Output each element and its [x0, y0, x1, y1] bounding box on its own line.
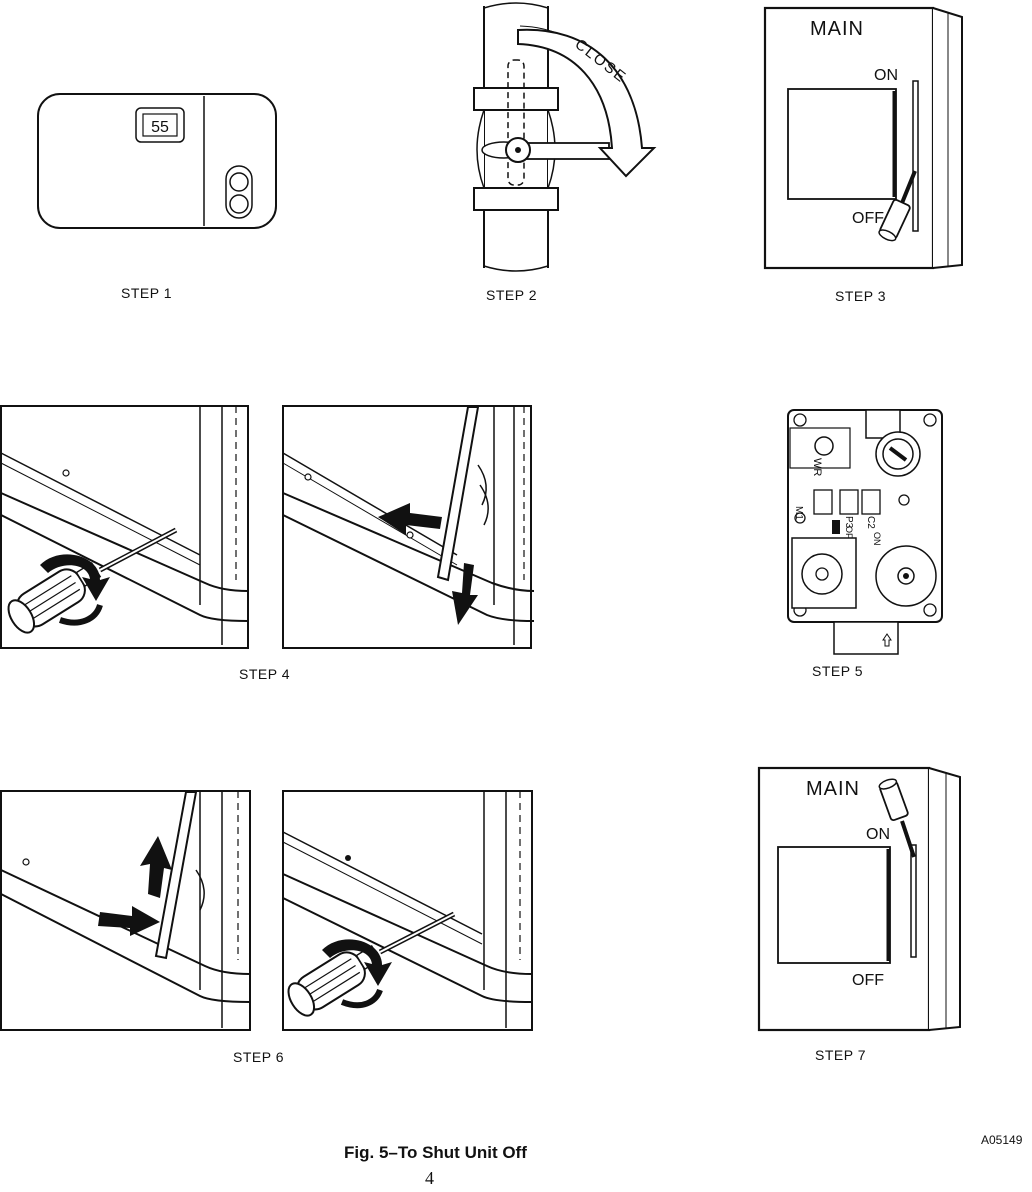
step3-on-label: ON — [874, 67, 898, 84]
step5-p3-label: P3 — [843, 516, 854, 529]
step2-caption: STEP 2 — [486, 287, 537, 303]
step2-gas-valve-illustration: CLOSE — [466, 0, 666, 275]
step5-c2-label: C2 — [865, 516, 876, 529]
step5-on-label: ON — [872, 532, 882, 546]
step4-panel-removal-illustration — [282, 405, 535, 650]
step6-caption: STEP 6 — [233, 1049, 284, 1065]
step3-main-label: MAIN — [810, 18, 864, 40]
step3-main-switch-off-illustration: MAIN ON OFF — [762, 5, 968, 273]
step7-on-label: ON — [866, 826, 890, 843]
step5-wr-label: WR — [811, 458, 823, 476]
step7-caption: STEP 7 — [815, 1047, 866, 1063]
page-number: 4 — [425, 1168, 434, 1188]
step5-m1-label: M1 — [793, 506, 804, 520]
step5-caption: STEP 5 — [812, 663, 863, 679]
step1-thermostat-illustration: 55 — [36, 92, 282, 232]
step5-gas-control-illustration: WR M1 P3 C2 OFF ON — [786, 408, 946, 658]
thermostat-display-value: 55 — [151, 119, 169, 136]
step7-main-label: MAIN — [806, 778, 860, 800]
step3-caption: STEP 3 — [835, 288, 886, 304]
step4-screw-removal-illustration — [0, 405, 250, 650]
figure-title: Fig. 5–To Shut Unit Off — [344, 1143, 527, 1162]
step5-off-label: OFF — [844, 526, 854, 544]
step7-off-label: OFF — [852, 972, 884, 989]
step3-off-label: OFF — [852, 210, 884, 227]
step7-main-switch-on-illustration: MAIN ON OFF — [756, 765, 966, 1035]
step1-caption: STEP 1 — [121, 285, 172, 301]
step4-caption: STEP 4 — [239, 666, 290, 682]
step6-screw-install-illustration — [282, 790, 534, 1032]
figure-code: A05149 — [981, 1133, 1023, 1147]
step6-panel-install-illustration — [0, 790, 252, 1032]
